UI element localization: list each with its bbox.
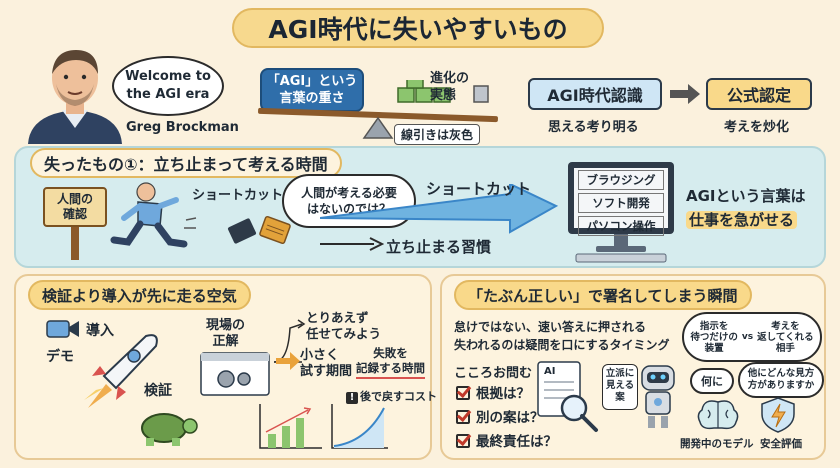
section2-title: 検証より導入が先に走る空気	[42, 286, 237, 305]
rollback-cost-warning: !後で戻すコスト	[346, 388, 437, 404]
running-person-icon	[110, 182, 197, 248]
what-bubble: 何に	[690, 368, 734, 394]
verify-label: 検証	[144, 383, 172, 399]
checkbox-icon	[456, 386, 470, 400]
rocket-icon	[84, 334, 158, 408]
monitor-item-list: ブラウジング ソフト開発 パソコン操作	[578, 170, 664, 236]
warning-icon: !	[346, 392, 358, 404]
section1-conclusion: AGIという言葉は 仕事を急がせる	[686, 187, 806, 229]
try-first-label: とりあえず 任せてみよう	[306, 310, 382, 341]
video-camera-icon	[46, 320, 79, 338]
monitor-item: パソコン操作	[578, 216, 664, 236]
check-item: 別の案は？	[456, 406, 544, 426]
section1-title: 失ったもの①：立ち止まって考える時間	[44, 155, 328, 174]
small-trial-label: 小さく 試す期間	[300, 348, 353, 379]
welcome-speech-bubble: Welcome to the AGI era	[112, 56, 224, 116]
doc-ai-label: AI	[544, 366, 556, 377]
section3-line1: 怠けではない、速い答えに押される	[454, 320, 647, 334]
safety-eval-label: 安全評価	[760, 438, 802, 450]
record-failure-label: 失敗を 記録する時間	[356, 346, 425, 379]
flow-arrow-icon	[670, 84, 700, 104]
curve-growth-chart-icon	[331, 404, 388, 449]
checkbox-icon	[456, 410, 470, 424]
signpost-icon	[43, 187, 107, 260]
section3-title: 「たぶん正しい」で署名してしまう瞬間	[468, 286, 738, 305]
robot-proposal-bubble: 立派に 見える 案	[602, 364, 638, 410]
title-banner: AGI時代に失いやすいもの	[232, 8, 604, 48]
demo-label: デモ	[46, 349, 74, 365]
signpost-label: 人間の 確認	[56, 192, 93, 221]
shortcut-big-label: ショートカット	[426, 180, 532, 198]
checkbox-icon	[456, 434, 470, 448]
evolution-reality-label: 進化の 実態	[430, 71, 470, 103]
monitor-item: ブラウジング	[578, 170, 664, 190]
compare-bubble: 指示を 待つだけの 装置 vs 考えを 返してくれる 相手	[682, 312, 822, 362]
agi-era-recognition-box: AGI時代認識	[528, 78, 662, 110]
gray-line-caption: 線引きは灰色	[394, 124, 481, 145]
ai-document-magnifier-icon	[537, 361, 598, 432]
stop-habit-arrow-icon	[320, 237, 384, 251]
robot-icon	[641, 365, 675, 428]
recognition-caption: 思える考り明る	[548, 120, 639, 135]
other-view-bubble: 他にどんな見方 方がありますか	[738, 362, 824, 398]
turtle-icon	[141, 413, 198, 446]
seesaw-icon	[258, 80, 498, 139]
section3-title-box: 「たぶん正しい」で署名してしまう瞬間	[454, 280, 752, 310]
check-item: 根拠は？	[456, 382, 530, 402]
browser-gears-icon	[200, 352, 270, 396]
section1-title-box: 失ったもの①：立ち止まって考える時間	[30, 148, 342, 178]
bar-growth-chart-icon	[259, 404, 322, 449]
stop-habit-label: 立ち止まる習慣	[386, 238, 492, 256]
certification-caption: 考えを炒化	[724, 120, 790, 135]
section2-title-box: 検証より導入が先に走る空気	[28, 280, 251, 310]
model-in-dev-label: 開発中のモデル	[680, 438, 754, 450]
shortcut-arrow-icon	[320, 184, 559, 234]
agi-word-weight-box: 「AGI」という 言葉の重さ	[260, 68, 364, 112]
intro-label: 導入	[86, 323, 114, 339]
check-item: 最終責任は？	[456, 430, 557, 450]
monitor-item: ソフト開発	[578, 193, 664, 213]
shortcut-small-label: ショートカット	[192, 188, 284, 203]
page-title: AGI時代に失いやすいもの	[268, 15, 568, 44]
person-portrait	[28, 50, 122, 144]
field-answer-label: 現場の 正解	[206, 318, 246, 349]
brain-icon	[697, 400, 739, 430]
person-name: Greg Brockman	[126, 120, 239, 135]
safety-shield-icon	[761, 397, 795, 433]
mind-question-title: こころお問む	[454, 366, 533, 381]
section3-line2: 失われるのは疑問を口にするタイミング	[454, 338, 670, 352]
orange-arrow-icon	[276, 352, 300, 370]
books-icon	[227, 215, 291, 245]
official-certification-box: 公式認定	[706, 78, 812, 110]
